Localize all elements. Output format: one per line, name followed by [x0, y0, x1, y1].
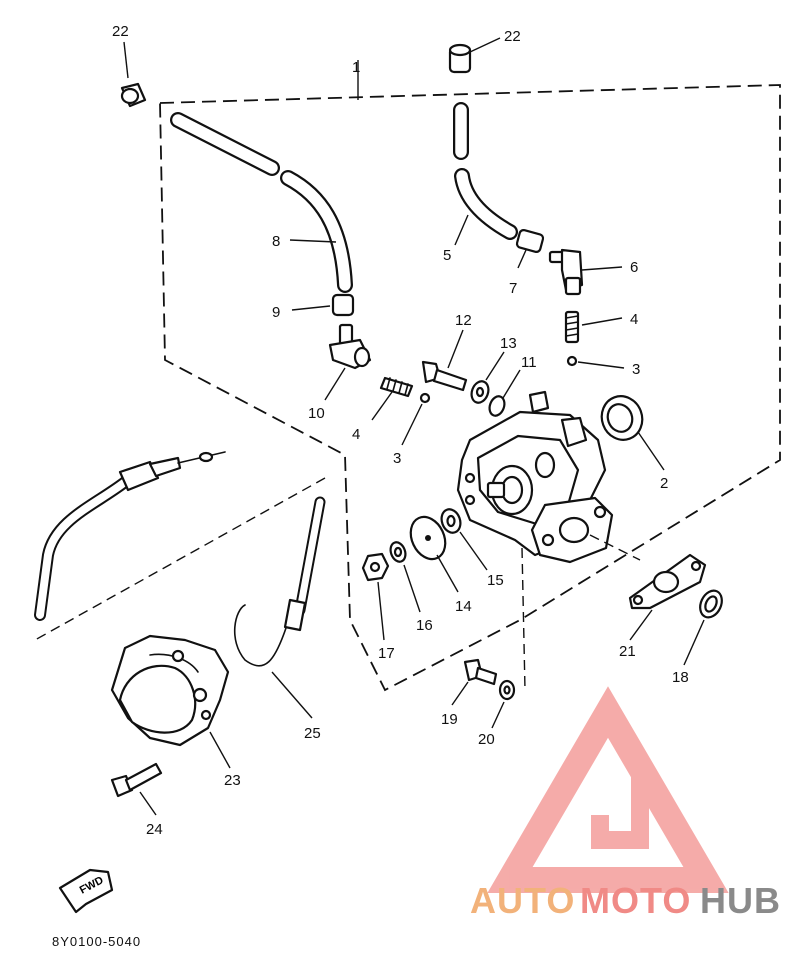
part-23-cover	[110, 634, 230, 747]
callout-4-left: 4	[352, 426, 360, 443]
watermark-part-moto: MOTO	[580, 880, 691, 921]
callout-5: 5	[443, 247, 451, 264]
part-3-ball-left	[419, 392, 431, 404]
part-22-cap-left	[120, 82, 147, 108]
callout-10: 10	[308, 405, 325, 422]
callout-7: 7	[509, 280, 517, 297]
callout-15: 15	[487, 572, 504, 589]
callout-23: 23	[224, 772, 241, 789]
callout-12: 12	[455, 312, 472, 329]
callout-17: 17	[378, 645, 395, 662]
watermark-text: AUTO MOTO HUB	[470, 880, 781, 921]
part-4-spring-right	[564, 310, 580, 344]
callout-21: 21	[619, 643, 636, 660]
part-9-clamp	[331, 293, 355, 317]
part-17-nut	[361, 552, 390, 582]
part-10-elbow-fitting	[328, 323, 372, 370]
callout-6: 6	[630, 259, 638, 276]
part-6-elbow-fitting	[548, 248, 584, 296]
callout-20: 20	[478, 731, 495, 748]
part-16-washer	[389, 541, 407, 563]
part-3-ball-right	[566, 355, 578, 367]
part-7-clamp	[515, 228, 545, 254]
fwd-arrow-icon: FWD	[58, 868, 114, 914]
part-14-plate	[409, 515, 447, 561]
pump-cable	[34, 451, 226, 621]
callout-8: 8	[272, 233, 280, 250]
drawing-code: 8Y0100-5040	[52, 934, 141, 949]
part-19-bolt	[463, 658, 498, 686]
callout-4-right: 4	[630, 311, 638, 328]
callout-1: 1	[352, 59, 360, 76]
callout-24: 24	[146, 821, 163, 838]
callout-18: 18	[672, 669, 689, 686]
part-22-cap-right	[448, 43, 472, 74]
watermark-part-hub: HUB	[700, 880, 781, 921]
callout-16: 16	[416, 617, 433, 634]
callout-3-left: 3	[393, 450, 401, 467]
part-13-washer	[470, 380, 490, 404]
part-25-cable	[233, 496, 326, 667]
watermark-part-auto: AUTO	[470, 880, 575, 921]
part-4-spring-left	[379, 376, 414, 398]
callout-19: 19	[441, 711, 458, 728]
part-24-screw	[110, 762, 163, 798]
callout-labels: 22 22 1 8 9 10 5 7 6 4 3 4 3 12 13 11 2 …	[112, 23, 689, 838]
callout-9: 9	[272, 304, 280, 321]
callout-13: 13	[500, 335, 517, 352]
part-8-hose	[170, 112, 353, 293]
callout-11: 11	[521, 354, 537, 371]
part-18-o-ring	[699, 589, 723, 619]
callout-3-right: 3	[632, 361, 640, 378]
callout-2: 2	[660, 475, 668, 492]
callout-14: 14	[455, 598, 472, 615]
callout-22-left: 22	[112, 23, 129, 40]
oil-pump-body	[456, 390, 614, 564]
part-5-hose	[453, 102, 518, 240]
part-2-oil-seal	[600, 395, 644, 441]
callout-25: 25	[304, 725, 321, 742]
watermark-logo-icon	[487, 686, 729, 893]
part-11-washer	[488, 395, 506, 417]
callout-22-right: 22	[504, 28, 521, 45]
assembly-boundary	[34, 60, 781, 692]
part-20-washer	[498, 679, 516, 701]
part-15-washer	[440, 508, 462, 534]
part-21-gasket	[628, 553, 707, 610]
part-12-bolt	[421, 360, 468, 392]
leader-lines	[123, 37, 705, 816]
